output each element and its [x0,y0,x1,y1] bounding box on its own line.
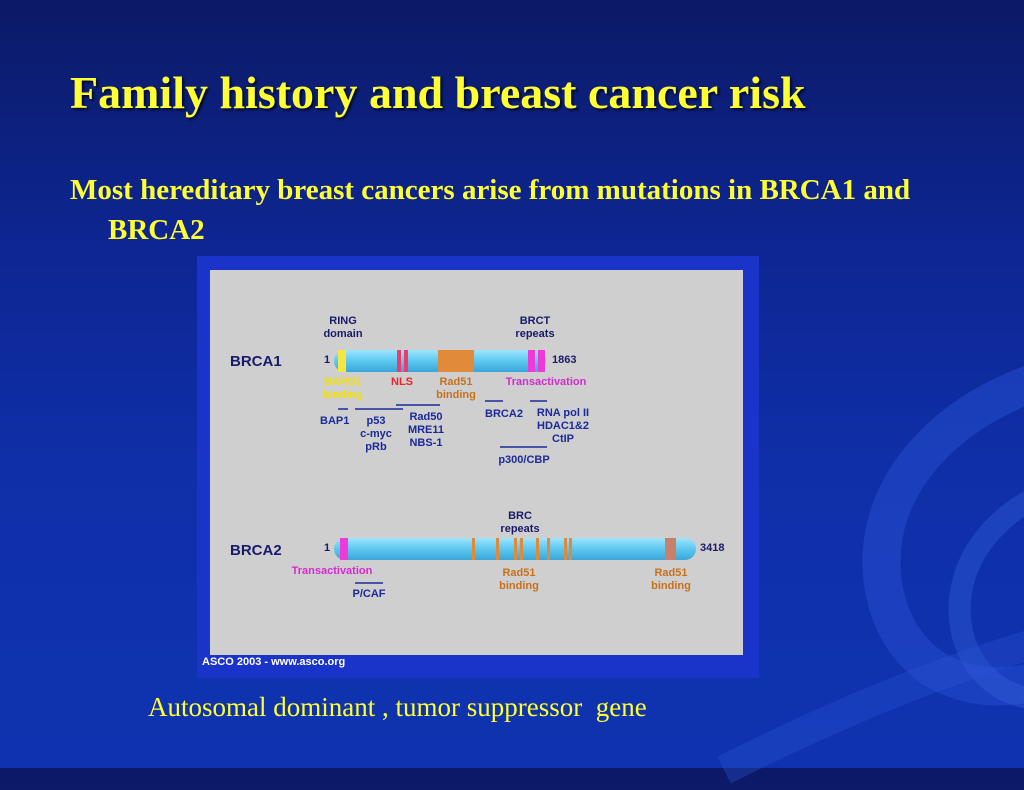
brc-repeat-5 [536,538,539,560]
figure-panel: BRCA1 1 1863 RING domain BRCT repeats [210,270,743,655]
brca1-group: BRCA1 1 1863 RING domain BRCT repeats [230,315,589,466]
brct-label-1: BRCT [520,315,551,327]
ring-label-2: domain [323,328,362,340]
brct-block-2 [538,350,545,372]
bullet-point: Most hereditary breast cancers arise fro… [70,174,911,246]
brc-repeat-3 [514,538,517,560]
brc-label-1: BRC [508,510,532,522]
brc-repeat-1 [472,538,475,560]
slide-title: Family history and breast cancer risk [70,67,806,118]
brca2-group: BRC repeats BRCA2 1 3418 Transactivation [230,510,724,600]
brca2-end: 3418 [700,542,724,554]
figure-frame: BRCA1 1 1863 RING domain BRCT repeats [197,256,759,678]
brca2-rad51-end-label-2: binding [651,580,691,592]
bard1-label-1: BARD1 [324,376,362,388]
brca1-name: BRCA1 [230,353,282,370]
brca2-transactivation-label: Transactivation [292,565,373,577]
brct-block-1 [528,350,535,372]
brc-label-2: repeats [500,523,539,535]
caption: Autosomal dominant , tumor suppressor ge… [148,692,647,722]
rad51-label-1: Rad51 [439,376,472,388]
brct-label-2: repeats [515,328,554,340]
rad51-end-block [665,538,676,560]
brca2-transactivation-block [340,538,348,560]
prb-label: pRb [365,441,387,453]
brca2-rad51-end-label-1: Rad51 [654,567,687,579]
bap1-label: BAP1 [320,415,349,427]
bard1-label-2: binding [323,389,363,401]
nls-label: NLS [391,376,413,388]
nls-block-1 [397,350,401,372]
brca2-name: BRCA2 [230,542,282,559]
p300-label: p300/CBP [498,454,549,466]
pcaf-label: P/CAF [353,588,386,600]
rad51-label-2: binding [436,389,476,401]
cmyc-label: c-myc [360,428,392,440]
brc-repeat-7 [564,538,567,560]
ring-domain-block [338,350,346,372]
nls-block-2 [404,350,408,372]
brca2-partner-label: BRCA2 [485,408,523,420]
rad51-domain-block [438,350,474,372]
brca1-end: 1863 [552,354,576,366]
figure-credit: ASCO 2003 - www.asco.org [202,656,346,668]
brca-domain-diagram: BRCA1 1 1863 RING domain BRCT repeats [230,315,724,600]
brc-repeat-2 [496,538,499,560]
p53-label: p53 [367,415,386,427]
rad50-label: Rad50 [409,411,442,423]
brca2-start: 1 [324,542,330,554]
brc-repeat-4 [520,538,523,560]
ring-label-1: RING [329,315,357,327]
brca1-start: 1 [324,354,330,366]
brca1-transactivation-label: Transactivation [506,376,587,388]
brc-repeat-6 [547,538,550,560]
nbs1-label: NBS-1 [409,437,442,449]
brca2-rad51-mid-label-1: Rad51 [502,567,535,579]
brc-repeat-8 [569,538,572,560]
mre11-label: MRE11 [408,424,444,436]
hdac-label: HDAC1&2 [537,420,589,432]
rnapol-label: RNA pol II [537,407,589,419]
brca2-rad51-mid-label-2: binding [499,580,539,592]
ctip-label: CtIP [552,433,574,445]
